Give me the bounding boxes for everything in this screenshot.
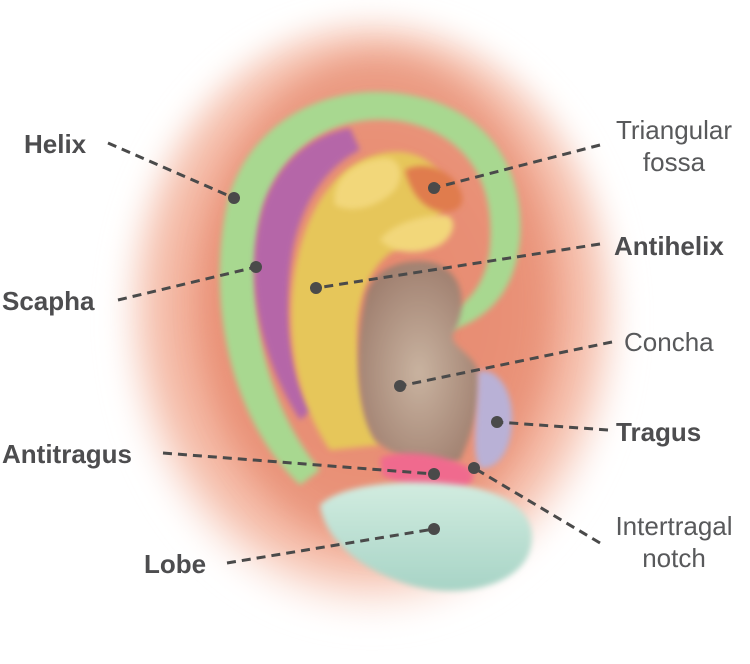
- tragus-dot: [491, 416, 503, 428]
- label-intertragal-notch-line2: notch: [642, 543, 706, 573]
- scapha-dot: [250, 261, 262, 273]
- label-intertragal-notch-line1: Intertragal: [615, 511, 733, 541]
- antitragus-dot: [428, 468, 440, 480]
- label-helix: Helix: [24, 129, 87, 159]
- scapha-leader: [117, 265, 257, 302]
- antihelix-dot: [310, 282, 322, 294]
- tragus-leader: [496, 420, 609, 432]
- intertragal-notch-dot: [468, 462, 480, 474]
- triangular-fossa-dot: [428, 182, 440, 194]
- leader-lines: [107, 141, 613, 565]
- antihelix-crus: [334, 158, 401, 210]
- antitragus-leader: [162, 451, 435, 476]
- label-triangular-fossa: Triangular fossa: [604, 114, 744, 178]
- helix-dot: [228, 192, 240, 204]
- lobe-region: [320, 482, 532, 591]
- label-antihelix: Antihelix: [614, 231, 724, 261]
- lobe-dot: [428, 523, 440, 535]
- antitragus-region: [380, 453, 474, 491]
- antihelix-leader: [315, 242, 601, 290]
- concha-leader: [399, 340, 613, 388]
- concha-dot: [394, 380, 406, 392]
- label-lobe: Lobe: [144, 549, 207, 579]
- lobe-leader: [226, 527, 435, 565]
- anchor-dots: [228, 182, 503, 535]
- label-antitragus: Antitragus: [2, 439, 132, 469]
- label-scapha: Scapha: [2, 286, 95, 316]
- label-tragus: Tragus: [616, 417, 702, 447]
- intertragal-notch-leader: [473, 466, 601, 545]
- scapha-region: [254, 128, 360, 420]
- triangular-fossa-leader: [433, 143, 601, 190]
- concha-region: [358, 261, 480, 465]
- antihelix-crus-lower: [380, 215, 454, 252]
- label-triangular-fossa-line1: Triangular: [615, 115, 733, 145]
- label-triangular-fossa-line2: fossa: [642, 147, 706, 177]
- helix-leader: [107, 141, 235, 200]
- label-concha: Concha: [624, 327, 714, 357]
- label-intertragal-notch: Intertragal notch: [604, 510, 744, 574]
